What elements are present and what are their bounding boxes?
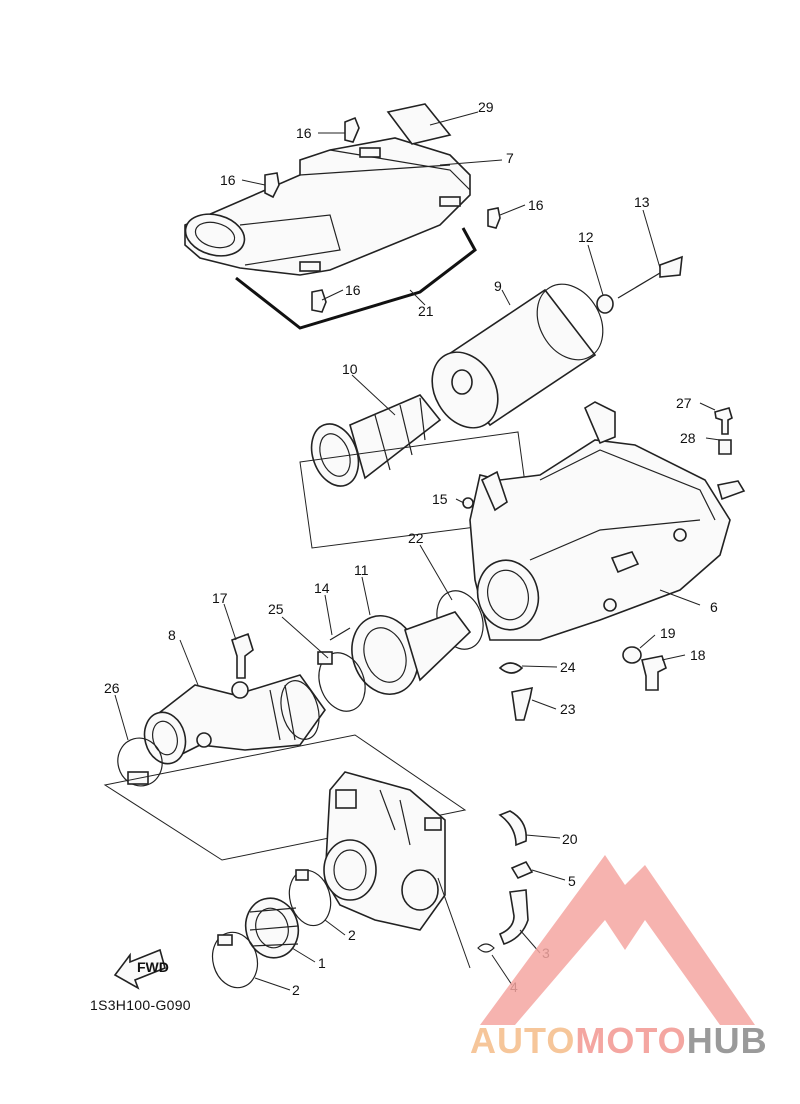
callout-18: 18 xyxy=(690,647,706,663)
clamp-25 xyxy=(317,651,366,712)
wordmark-hub: HUB xyxy=(686,1020,768,1061)
callout-26: 26 xyxy=(104,680,120,696)
callout-17: 17 xyxy=(212,590,228,606)
callout-numbers: 29 16 7 16 16 13 12 16 21 9 10 27 28 15 … xyxy=(104,99,718,998)
grommet-19 xyxy=(622,646,642,664)
element-washer xyxy=(596,294,614,314)
callout-29: 29 xyxy=(478,99,494,115)
callout-6: 6 xyxy=(710,599,718,615)
element-bolt xyxy=(617,255,683,299)
case-bolt xyxy=(714,407,733,435)
fwd-arrow: FWD xyxy=(113,948,169,990)
diagram-code: 1S3H100-G090 xyxy=(90,997,191,1013)
breather-valve-17 xyxy=(231,632,254,679)
clip-5 xyxy=(510,860,534,880)
clamp-2-lower xyxy=(211,931,259,989)
callout-16: 16 xyxy=(528,197,544,213)
air-filter-case xyxy=(469,401,746,641)
air-filter-case-cover xyxy=(184,137,471,276)
hose-20 xyxy=(498,810,527,847)
case-cover-seal xyxy=(235,227,477,330)
callout-16: 16 xyxy=(296,125,312,141)
callout-15: 15 xyxy=(432,491,448,507)
callout-16: 16 xyxy=(220,172,236,188)
callout-23: 23 xyxy=(560,701,576,717)
callout-20: 20 xyxy=(562,831,578,847)
callout-21: 21 xyxy=(418,303,434,319)
leader-lines xyxy=(114,111,721,991)
duct-assembly-box xyxy=(103,734,467,861)
throttle-body xyxy=(323,771,446,931)
callout-10: 10 xyxy=(342,361,358,377)
wordmark-moto: MOTO xyxy=(575,1020,687,1061)
callout-5: 5 xyxy=(568,873,576,889)
automotohub-logo xyxy=(480,855,755,1025)
callout-11: 11 xyxy=(354,562,369,578)
fwd-label: FWD xyxy=(137,959,169,975)
callout-7: 7 xyxy=(506,150,514,166)
callout-13: 13 xyxy=(634,194,650,210)
hose-clip-24 xyxy=(498,662,524,674)
clamp-2-upper xyxy=(288,869,332,927)
callout-27: 27 xyxy=(676,395,692,411)
clip-4 xyxy=(477,943,495,953)
callout-16: 16 xyxy=(345,282,361,298)
callout-24: 24 xyxy=(560,659,576,675)
bushing-15 xyxy=(462,497,474,509)
joint xyxy=(351,611,472,695)
bolt-14 xyxy=(329,627,351,641)
callout-8: 8 xyxy=(168,627,176,643)
drain-plug-18 xyxy=(641,655,667,691)
hose-assembly-line xyxy=(437,877,471,969)
callout-2: 2 xyxy=(292,982,300,998)
callout-1: 1 xyxy=(318,955,326,971)
callout-2: 2 xyxy=(348,927,356,943)
wordmark-auto: AUTO xyxy=(470,1020,576,1061)
clips xyxy=(264,116,501,313)
automotohub-wordmark: AUTOMOTOHUB xyxy=(470,1020,768,1062)
element-holder xyxy=(310,394,442,487)
callout-19: 19 xyxy=(660,625,676,641)
callout-14: 14 xyxy=(314,580,330,596)
callout-9: 9 xyxy=(494,278,502,294)
collar xyxy=(718,439,732,455)
callout-28: 28 xyxy=(680,430,696,446)
cap-23 xyxy=(511,686,534,721)
callout-12: 12 xyxy=(578,229,594,245)
callout-22: 22 xyxy=(408,530,424,546)
throttle-joint-1 xyxy=(244,897,300,959)
air-intake-duct xyxy=(143,674,326,765)
label-plate xyxy=(386,103,452,145)
callout-25: 25 xyxy=(268,601,284,617)
air-filter-element xyxy=(431,283,604,429)
